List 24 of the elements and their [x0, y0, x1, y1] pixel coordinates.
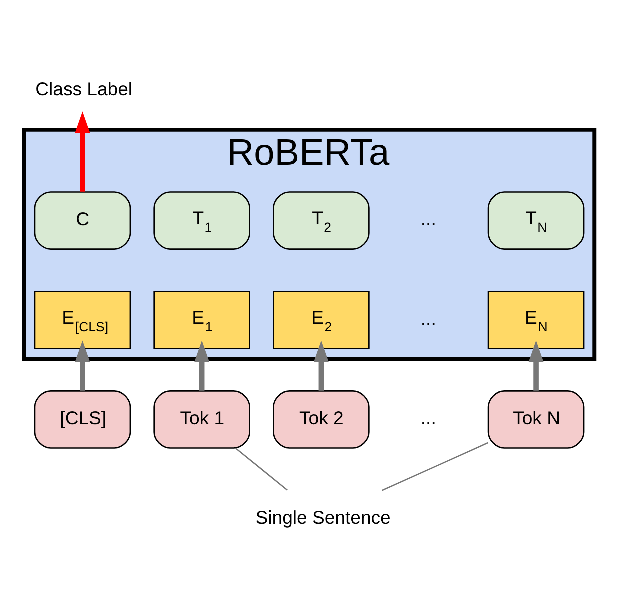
node-box: E$_{[CLS]}$ [34, 290, 132, 349]
label: ... [420, 208, 436, 230]
node-box: Tok 2 [273, 390, 370, 448]
connector [382, 442, 488, 491]
node-box: Tok N [488, 390, 585, 448]
node-box: E$_{N}$ [488, 290, 585, 349]
node-box: E$_{1}$ [154, 290, 250, 349]
node-text: Single Sentence [256, 506, 391, 528]
node-box: C [34, 191, 132, 250]
node-box: T$_{N}$ [488, 191, 585, 250]
arrow [194, 340, 210, 390]
node-box: T$_{1}$ [154, 191, 250, 250]
arrow [75, 111, 90, 192]
arrow [528, 340, 544, 390]
connector [235, 447, 288, 490]
node-box: [CLS] [34, 390, 132, 448]
node-text: Class Label [36, 78, 133, 100]
arrow [314, 340, 329, 390]
label: ... [420, 308, 436, 329]
node-box: T$_{2}$ [273, 191, 370, 250]
node-box: E$_{2}$ [273, 290, 370, 349]
node-box: Tok 1 [154, 390, 250, 448]
arrow [75, 340, 90, 390]
label: ... [420, 407, 436, 428]
